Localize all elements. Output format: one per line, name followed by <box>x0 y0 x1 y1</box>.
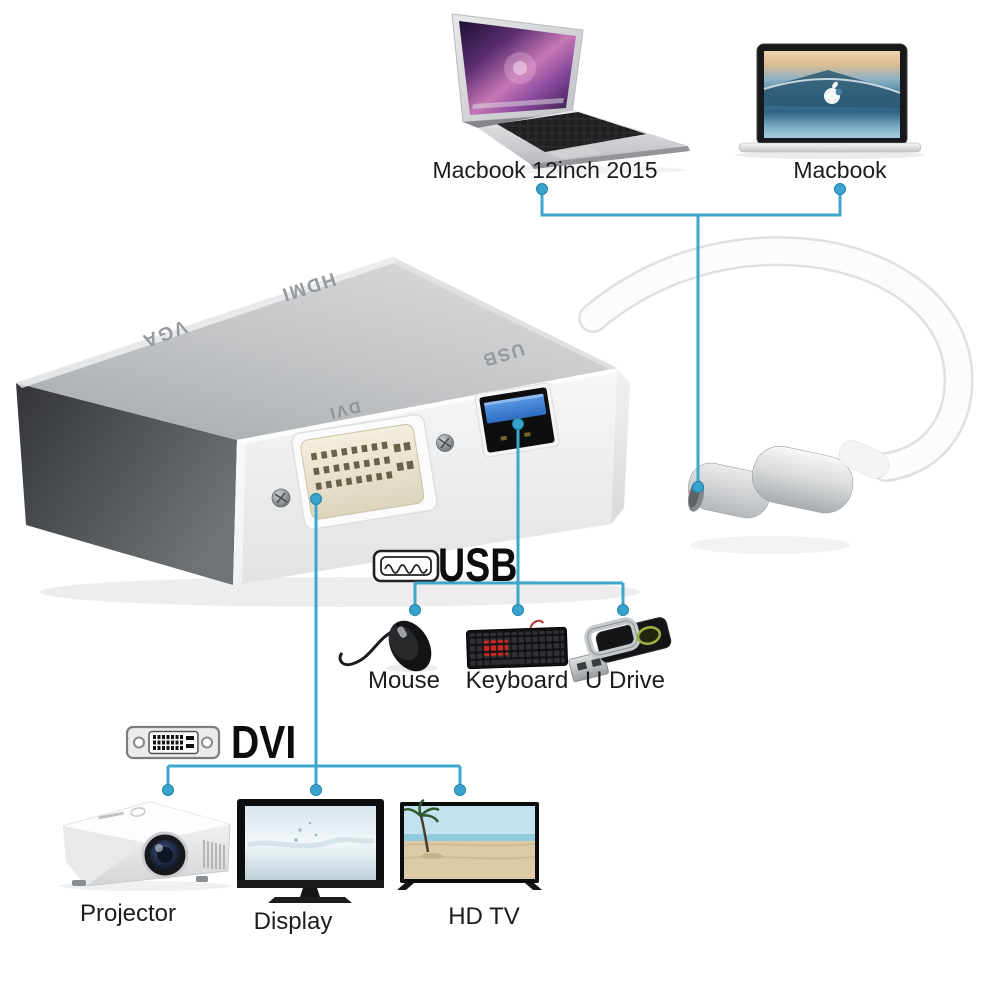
adapter-top-face <box>16 257 617 440</box>
line-usb-branch <box>413 427 625 607</box>
dvi-connector-icon <box>125 725 221 760</box>
macbook-air-illustration <box>451 13 690 174</box>
screw-right <box>436 434 454 452</box>
dvi-port <box>291 414 438 530</box>
adapter-right-face <box>611 368 630 524</box>
screw-left <box>271 488 291 508</box>
dvi-port-pins <box>310 441 414 491</box>
display-illustration <box>237 799 384 903</box>
keyboard-label: Keyboard <box>465 667 569 694</box>
connection-dots <box>162 183 846 796</box>
usb-section-heading: USB <box>438 538 518 591</box>
projector-vent-grille <box>203 840 225 869</box>
usb-c-cable <box>578 236 974 554</box>
connection-lines <box>166 191 842 787</box>
macbook-label: Macbook <box>793 157 887 183</box>
mouse-illustration <box>338 620 438 672</box>
line-macbooks-join <box>540 191 842 217</box>
u-drive-label: U Drive <box>584 667 665 694</box>
macbook-illustration <box>735 43 925 159</box>
dvi-section-heading: DVI <box>231 716 297 768</box>
usb-c-plug <box>687 440 890 519</box>
hd-tv-label: HD TV <box>448 903 520 930</box>
keyboard-illustration <box>465 619 569 670</box>
projector-label: Projector <box>79 900 177 927</box>
usb-flash-drive-illustration <box>568 617 672 683</box>
usb-a-connector-icon <box>372 549 440 583</box>
adapter-left-face <box>16 383 237 585</box>
macbook-air-label: Macbook 12inch 2015 <box>432 157 658 183</box>
mouse-label: Mouse <box>367 667 441 694</box>
display-label: Display <box>253 908 333 935</box>
projector-illustration <box>60 801 231 891</box>
adapter-illustration <box>16 257 640 607</box>
hd-tv-illustration <box>397 798 542 890</box>
line-dvi-branch <box>166 502 462 787</box>
